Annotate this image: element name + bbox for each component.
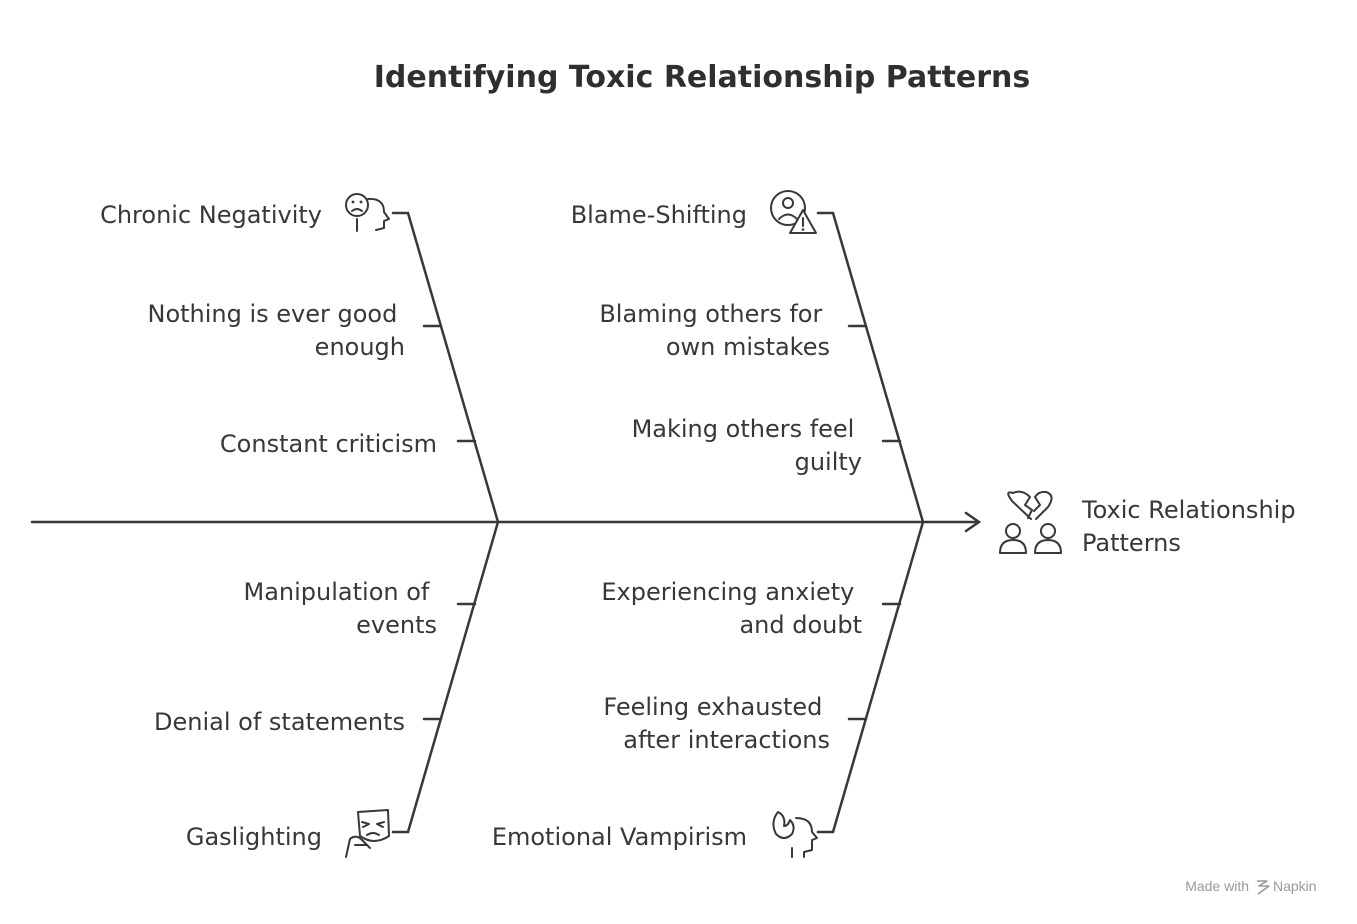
diagram-title: Identifying Toxic Relationship Patterns: [374, 60, 1031, 95]
item-making-others-guilty: Making others feel guilty: [632, 415, 862, 476]
cause-blame-shifting: Blame-Shifting Blaming others for own mi…: [571, 190, 925, 524]
item-constant-criticism: Constant criticism: [220, 430, 437, 458]
made-with-text: Made with: [1185, 878, 1249, 894]
chronic-negativity-label: Chronic Negativity: [100, 201, 322, 229]
item-blaming-others: Blaming others for own mistakes: [599, 300, 830, 361]
napkin-watermark: Made with Napkin: [1185, 878, 1317, 895]
cause-chronic-negativity: Chronic Negativity Nothing is ever good …: [100, 193, 500, 524]
spine-arrowhead: [964, 511, 982, 533]
gaslighting-bone: [391, 520, 500, 834]
gaslighting-label: Gaslighting: [186, 823, 322, 851]
cause-gaslighting: Gaslighting Manipulation of events Denia…: [154, 520, 500, 858]
effect-label: Toxic Relationship Patterns: [1081, 496, 1303, 557]
drained-head-icon: [772, 811, 818, 858]
item-manipulation-events: Manipulation of events: [244, 578, 438, 639]
item-nothing-good-enough: Nothing is ever good enough: [147, 300, 405, 361]
effect-head: Toxic Relationship Patterns: [999, 490, 1303, 557]
blame-shifting-bone: [816, 211, 925, 524]
emotional-vampirism-bone: [816, 520, 925, 834]
napkin-logo-icon: [1257, 880, 1270, 895]
item-denial-statements: Denial of statements: [154, 708, 405, 736]
emotional-vampirism-label: Emotional Vampirism: [492, 823, 747, 851]
napkin-brand-text: Napkin: [1273, 878, 1317, 894]
sad-face-person-icon: [345, 193, 390, 232]
blame-shifting-label: Blame-Shifting: [571, 201, 747, 229]
person-warning-icon: [770, 190, 817, 234]
cause-emotional-vampirism: Emotional Vampirism Experiencing anxiety…: [492, 520, 925, 858]
item-feeling-exhausted: Feeling exhausted after interactions: [603, 693, 830, 754]
broken-heart-people-icon: [999, 490, 1062, 554]
chronic-negativity-bone: [391, 211, 500, 524]
mask-icon: [345, 809, 390, 858]
item-anxiety-doubt: Experiencing anxiety and doubt: [601, 578, 862, 639]
